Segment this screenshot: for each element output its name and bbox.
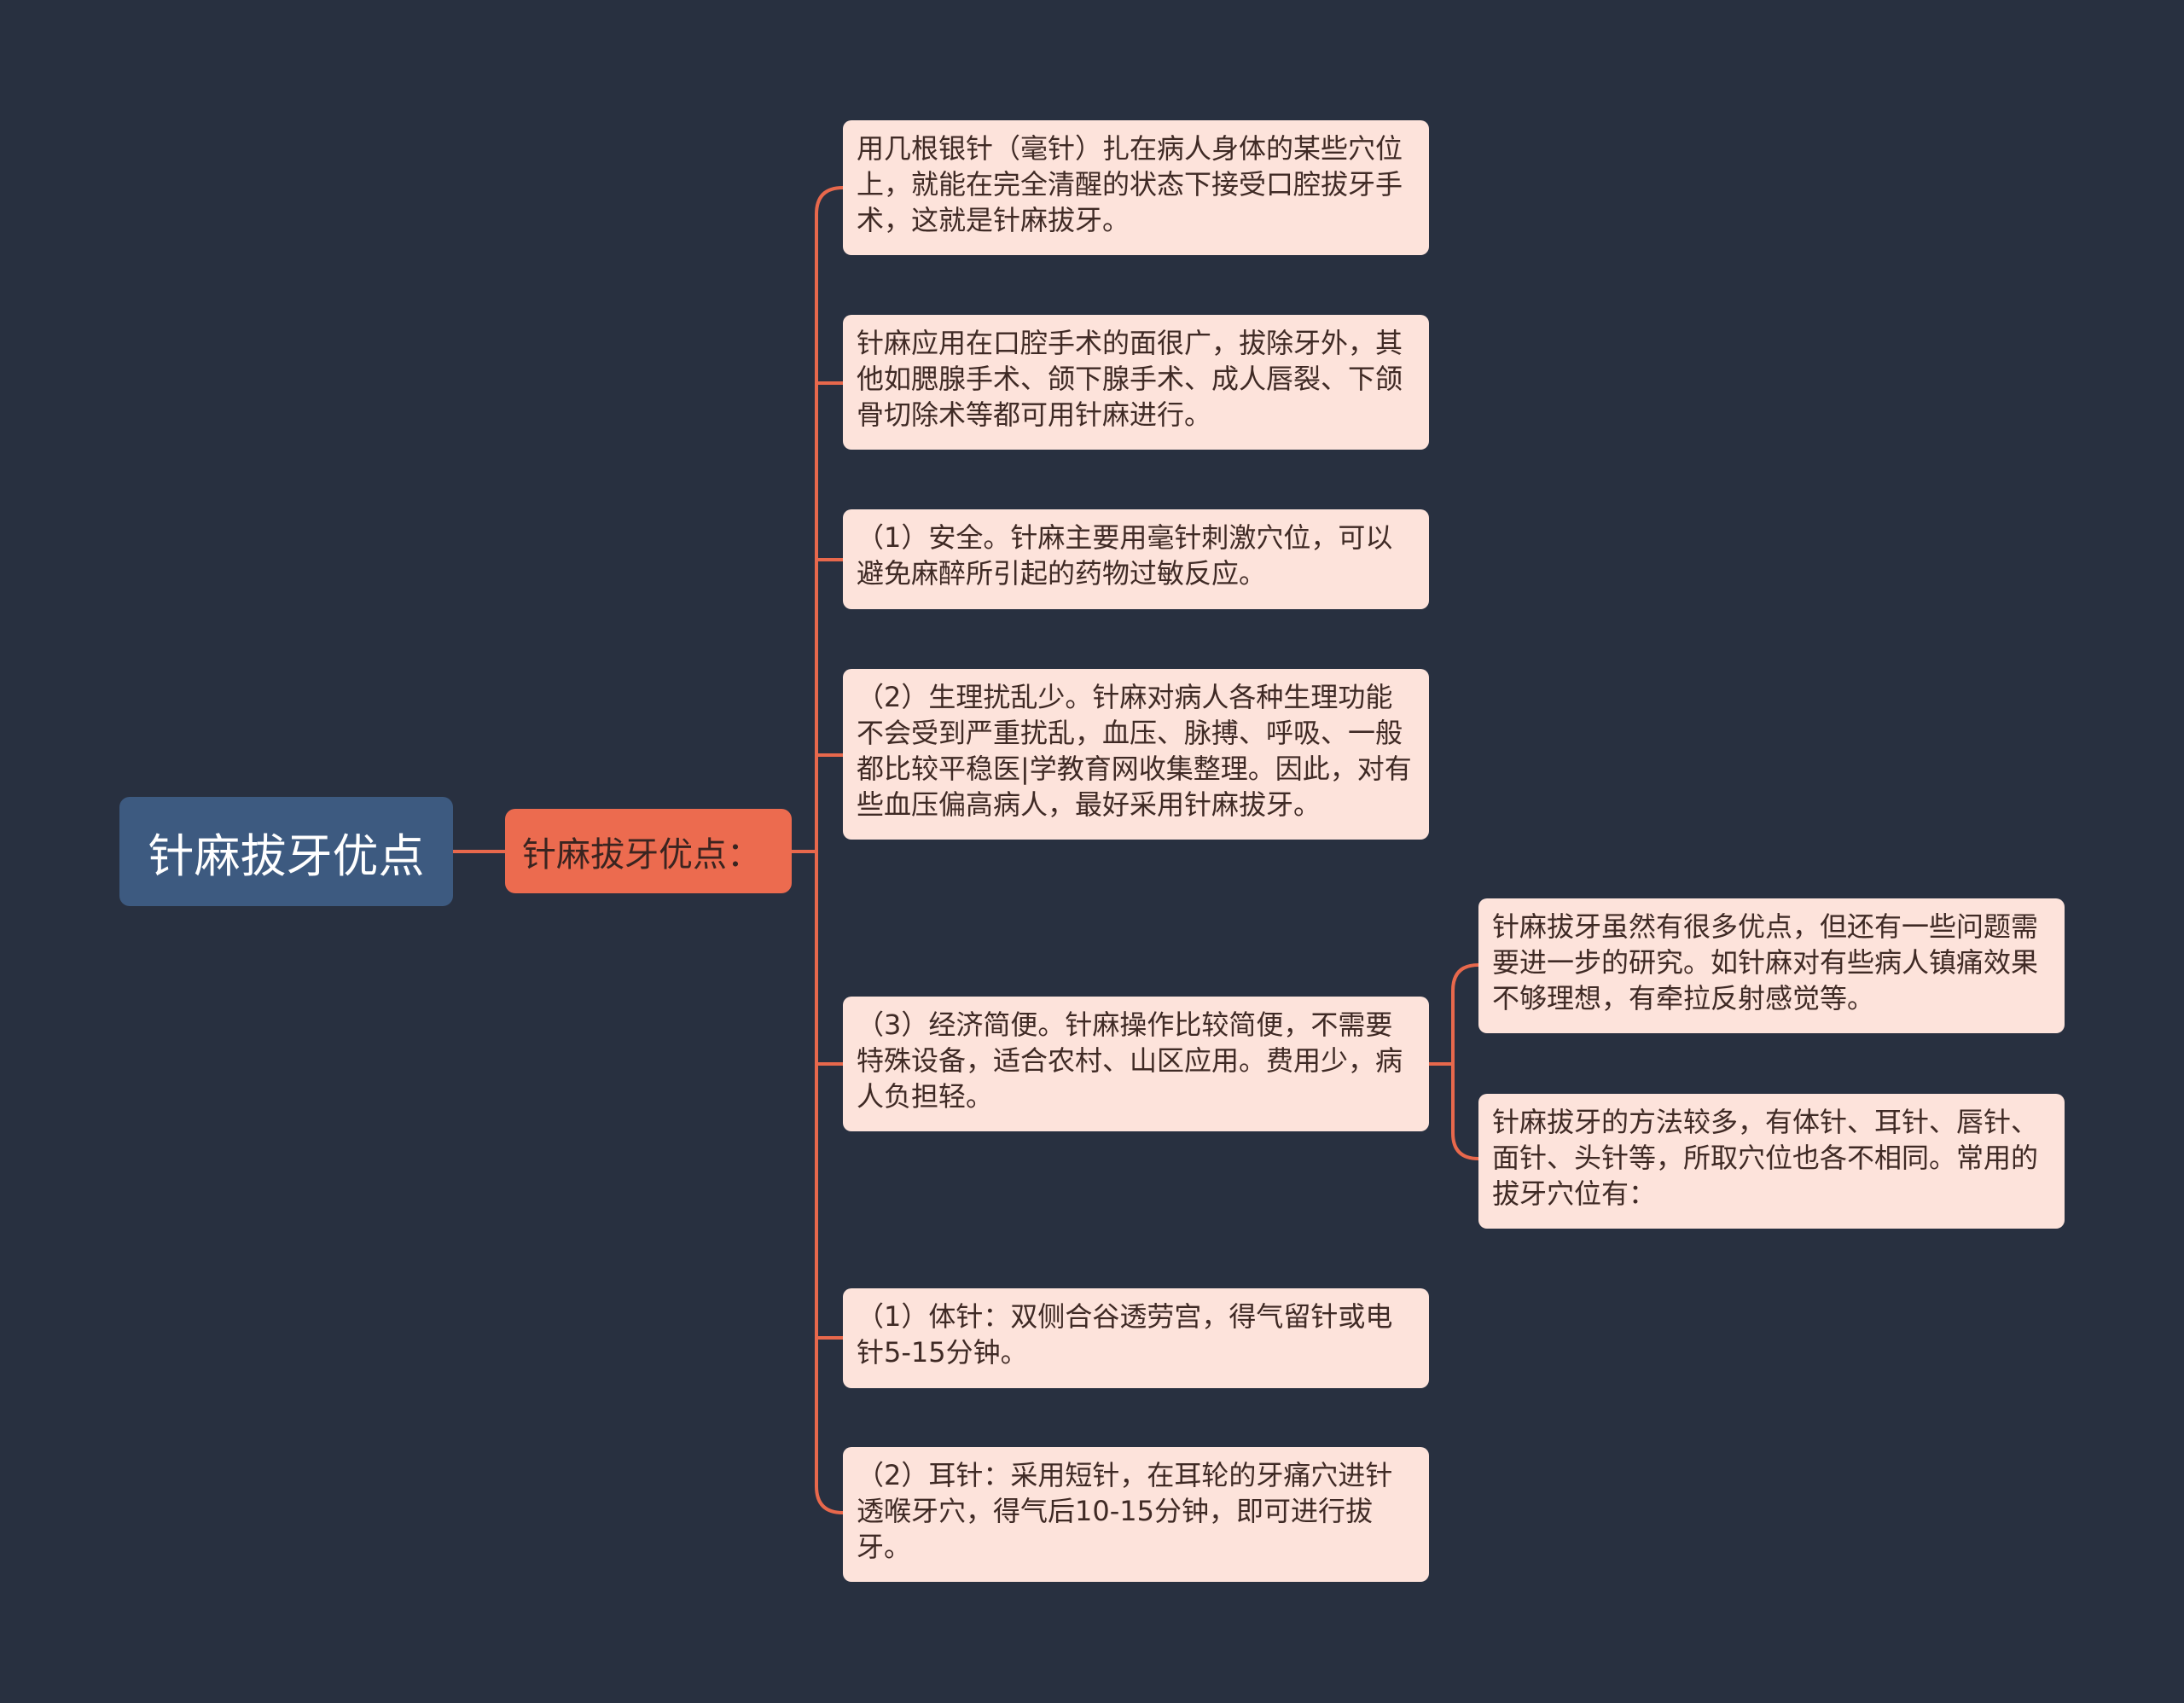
leaf-node[interactable]: （1）体针：双侧合谷透劳宫，得气留针或电针5-15分钟。 xyxy=(843,1288,1429,1388)
subleaf-node[interactable]: 针麻拔牙的方法较多，有体针、耳针、唇针、面针、头针等，所取穴位也各不相同。常用的… xyxy=(1478,1094,2065,1229)
branch-node[interactable]: 针麻拔牙优点： xyxy=(505,809,792,893)
leaf-node[interactable]: 针麻应用在口腔手术的面很广，拔除牙外，其他如腮腺手术、颌下腺手术、成人唇裂、下颌… xyxy=(843,315,1429,450)
leaf-node[interactable]: 用几根银针（毫针）扎在病人身体的某些穴位上，就能在完全清醒的状态下接受口腔拔牙手… xyxy=(843,120,1429,255)
leaf-node[interactable]: （3）经济简便。针麻操作比较简便，不需要特殊设备，适合农村、山区应用。费用少，病… xyxy=(843,997,1429,1131)
subleaf-text: 针麻拔牙虽然有很多优点，但还有一些问题需要进一步的研究。如针麻对有些病人镇痛效果… xyxy=(1492,910,2039,1014)
subleaf-node[interactable]: 针麻拔牙虽然有很多优点，但还有一些问题需要进一步的研究。如针麻对有些病人镇痛效果… xyxy=(1478,898,2065,1033)
leaf-node[interactable]: （2）生理扰乱少。针麻对病人各种生理功能不会受到严重扰乱，血压、脉搏、呼吸、一般… xyxy=(843,669,1429,840)
leaf-text: 针麻应用在口腔手术的面很广，拔除牙外，其他如腮腺手术、颌下腺手术、成人唇裂、下颌… xyxy=(857,327,1403,431)
root-label: 针麻拔牙优点 xyxy=(148,828,425,883)
leaf-text: （3）经济简便。针麻操作比较简便，不需要特殊设备，适合农村、山区应用。费用少，病… xyxy=(857,1008,1403,1113)
leaf-node[interactable]: （2）耳针：采用短针，在耳轮的牙痛穴进针透喉牙穴，得气后10-15分钟，即可进行… xyxy=(843,1447,1429,1582)
leaf-text: （2）生理扰乱少。针麻对病人各种生理功能不会受到严重扰乱，血压、脉搏、呼吸、一般… xyxy=(857,681,1412,821)
leaf-text: 用几根银针（毫针）扎在病人身体的某些穴位上，就能在完全清醒的状态下接受口腔拔牙手… xyxy=(857,132,1403,236)
leaf-node[interactable]: （1）安全。针麻主要用毫针刺激穴位，可以避免麻醉所引起的药物过敏反应。 xyxy=(843,509,1429,609)
subleaf-text: 针麻拔牙的方法较多，有体针、耳针、唇针、面针、头针等，所取穴位也各不相同。常用的… xyxy=(1492,1106,2039,1210)
leaf-text: （1）安全。针麻主要用毫针刺激穴位，可以避免麻醉所引起的药物过敏反应。 xyxy=(857,521,1393,590)
leaf-text: （2）耳针：采用短针，在耳轮的牙痛穴进针透喉牙穴，得气后10-15分钟，即可进行… xyxy=(857,1459,1393,1563)
branch-label: 针麻拔牙优点： xyxy=(522,834,761,875)
root-node[interactable]: 针麻拔牙优点 xyxy=(119,797,453,906)
leaf-text: （1）体针：双侧合谷透劳宫，得气留针或电针5-15分钟。 xyxy=(857,1300,1393,1369)
